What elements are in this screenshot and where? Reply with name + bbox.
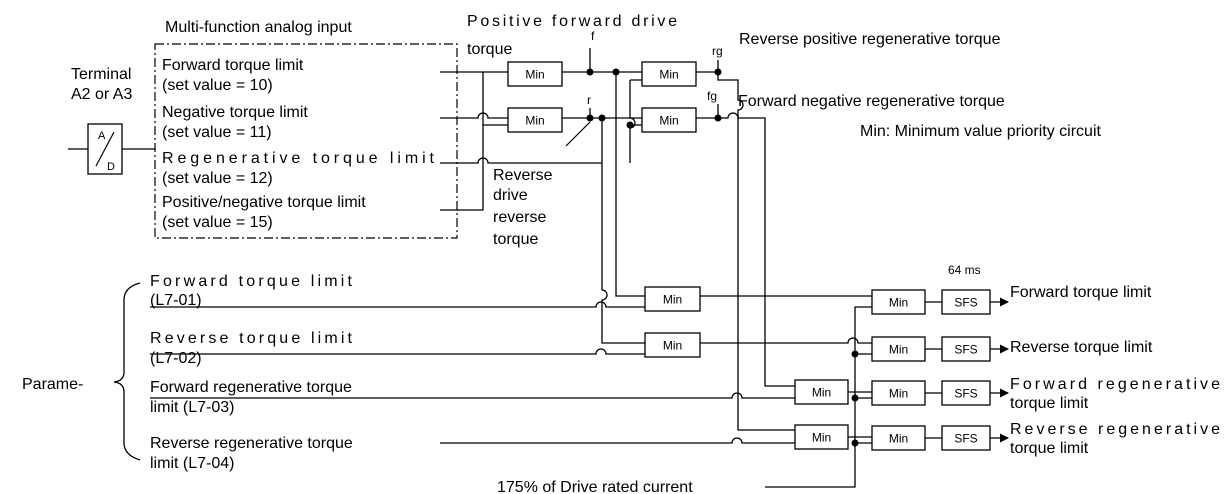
svg-text:D: D — [107, 161, 115, 173]
output-reverse-regen-line2: torque limit — [1010, 440, 1089, 457]
min-block-reverse-positive-regen: Min — [641, 61, 697, 87]
min-block-negative-analog-label: Min — [525, 114, 544, 128]
param-4-code: limit (L7-04) — [150, 455, 234, 472]
node-rg-label: rg — [712, 44, 723, 58]
sfs-block-forward-label: SFS — [954, 296, 977, 310]
analog-input-4-value: (set value = 15) — [162, 214, 273, 231]
min-block-forward-param-label: Min — [663, 293, 682, 307]
min-block-reverse-regen-param-label: Min — [812, 431, 831, 445]
forward-negative-regen-label: Forward negative regenerative torque — [738, 93, 1005, 110]
sfs-block-forward: SFS — [941, 289, 991, 315]
terminal-label-1: Terminal — [71, 66, 131, 83]
reverse-drive-label-3: reverse — [493, 209, 546, 226]
reverse-positive-regen-label: Reverse positive regenerative torque — [739, 31, 1001, 48]
rated-current-label: 175% of Drive rated current — [497, 479, 693, 494]
sfs-block-reverse-regen-label: SFS — [954, 432, 977, 446]
min-block-reverse-positive-regen-label: Min — [659, 68, 678, 82]
min-block-forward-negative-regen-label: Min — [659, 114, 678, 128]
reverse-drive-label-1: Reverse — [493, 167, 553, 184]
output-forward-regen-line1: Forward regenerative — [1010, 376, 1220, 393]
positive-forward-drive-label-2: torque — [467, 41, 512, 58]
junction-dots — [586, 68, 859, 447]
analog-input-3-value: (set value = 12) — [162, 170, 273, 187]
parameters-label: Parame- — [22, 376, 83, 393]
output-arrows — [990, 297, 1009, 443]
node-r-label: r — [587, 93, 591, 107]
param-1-code: (L7-01) — [150, 292, 202, 309]
param-4-label: Reverse regenerative torque — [150, 435, 353, 452]
analog-input-1-value: (set value = 10) — [162, 77, 273, 94]
sfs-block-forward-regen: SFS — [941, 380, 991, 406]
positive-forward-drive-label: Positive forward drive — [467, 13, 677, 30]
sfs-block-reverse-label: SFS — [954, 343, 977, 357]
analog-input-2-value: (set value = 11) — [162, 124, 272, 141]
wiring — [150, 48, 942, 488]
analog-input-title: Multi-function analog input — [165, 19, 352, 36]
min-block-negative-analog: Min — [507, 107, 563, 133]
min-block-forward-regen-final-label: Min — [889, 387, 908, 401]
min-block-reverse-final: Min — [871, 336, 926, 362]
analog-input-2-label: Negative torque limit — [162, 104, 308, 121]
min-block-reverse-regen-param: Min — [794, 424, 849, 450]
min-circuit-note: Min: Minimum value priority circuit — [860, 123, 1101, 140]
param-3-code: limit (L7-03) — [150, 399, 234, 416]
param-2-code: (L7-02) — [150, 350, 202, 367]
min-block-forward-regen-param: Min — [794, 379, 849, 405]
sfs-block-reverse: SFS — [941, 336, 991, 362]
reverse-drive-label-2: drive — [493, 187, 528, 204]
min-block-reverse-final-label: Min — [889, 343, 908, 357]
min-block-reverse-param-label: Min — [663, 339, 682, 353]
min-block-forward-final: Min — [871, 289, 926, 315]
output-forward-torque-limit: Forward torque limit — [1010, 284, 1152, 301]
min-block-reverse-regen-final: Min — [871, 425, 926, 451]
sfs-block-reverse-regen: SFS — [941, 425, 991, 451]
param-3-label: Forward regenerative torque — [150, 379, 352, 396]
terminal-label-2: A2 or A3 — [71, 86, 132, 103]
svg-text:A: A — [98, 130, 106, 142]
output-forward-regen-line2: torque limit — [1010, 395, 1089, 412]
reverse-drive-label-4: torque — [493, 231, 538, 248]
node-f-label: f — [591, 29, 595, 43]
ad-converter: A D — [87, 123, 123, 175]
node-fg-label: fg — [707, 89, 717, 103]
analog-input-3-label: Regenerative torque limit — [162, 150, 435, 167]
sfs-block-forward-regen-label: SFS — [954, 387, 977, 401]
min-block-forward-negative-regen: Min — [641, 107, 697, 133]
min-block-forward-analog: Min — [507, 61, 563, 87]
analog-input-dashed-box — [154, 43, 458, 239]
min-block-forward-regen-final: Min — [871, 380, 926, 406]
analog-input-1-label: Forward torque limit — [162, 57, 304, 74]
parameters-brace — [113, 282, 141, 461]
sfs-time-label: 64 ms — [948, 263, 981, 277]
output-reverse-torque-limit: Reverse torque limit — [1010, 339, 1153, 356]
min-block-forward-analog-label: Min — [525, 68, 544, 82]
min-block-forward-final-label: Min — [889, 296, 908, 310]
min-block-reverse-regen-final-label: Min — [889, 432, 908, 446]
param-2-label: Reverse torque limit — [150, 330, 353, 347]
min-block-forward-param: Min — [644, 286, 701, 312]
output-reverse-regen-line1: Reverse regenerative — [1010, 421, 1220, 438]
param-1-label: Forward torque limit — [150, 273, 353, 290]
min-block-reverse-param: Min — [644, 332, 701, 358]
analog-input-4-label: Positive/negative torque limit — [162, 194, 366, 211]
min-block-forward-regen-param-label: Min — [812, 386, 831, 400]
